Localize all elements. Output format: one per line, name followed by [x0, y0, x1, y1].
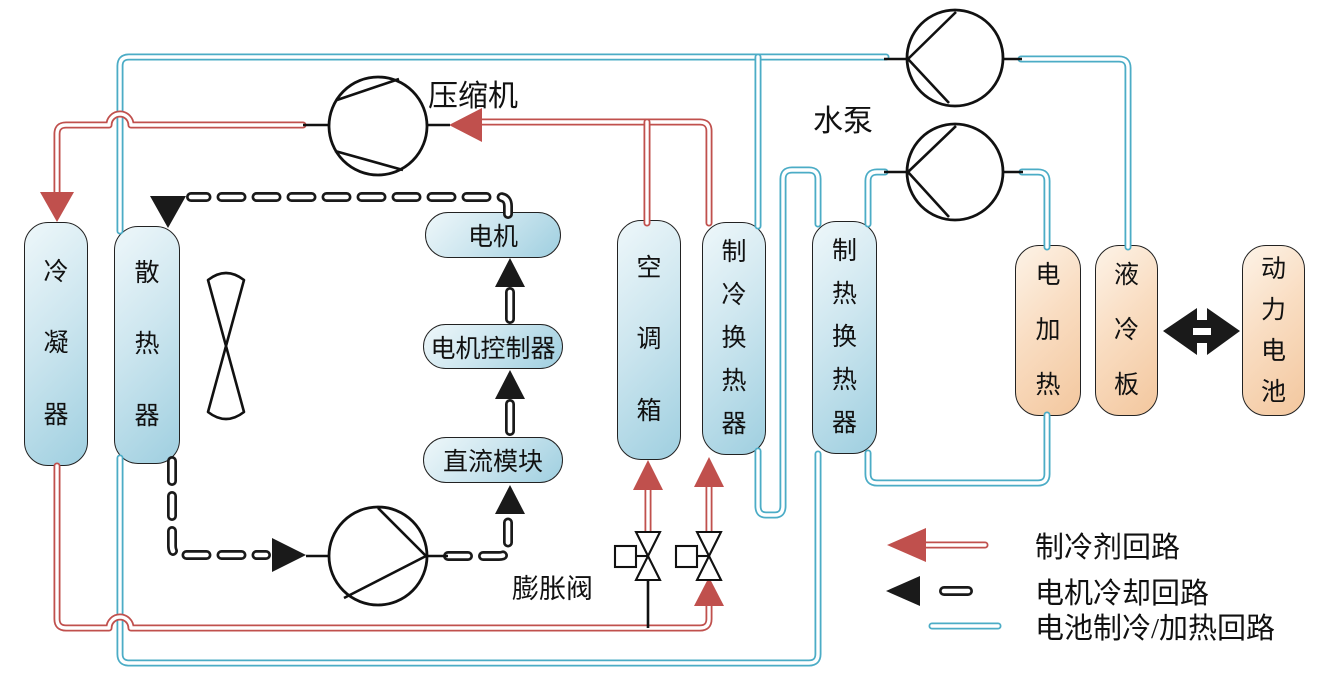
radiator-box: 散热器	[114, 226, 180, 464]
liquid-cooling-plate-box: 液冷板	[1095, 245, 1158, 416]
motor-box: 电机	[425, 212, 561, 258]
motor-loop-arrow-into-dc-module	[495, 485, 525, 514]
refrigerant-arrow-into-condenser	[40, 192, 74, 222]
refrigerant-arrow-into-expansion-valve	[694, 577, 724, 606]
condenser-label: 冷凝器	[43, 259, 69, 429]
motor-loop-arrow-into-motor	[495, 258, 525, 287]
hvac-box: 空调箱	[617, 220, 681, 460]
expansion-valve-1-icon	[613, 530, 662, 628]
electric-heater-box: 电加热	[1015, 245, 1081, 416]
legend-motor-cooling-label: 电机冷却回路	[1035, 578, 1210, 610]
refrigerant-arrow-into-hvac	[633, 460, 663, 490]
water-pump-1-icon	[884, 8, 1022, 108]
refrigerant-line-sample-icon	[887, 528, 989, 562]
legend-battery-loop-label: 电池制冷/加热回路	[1035, 613, 1276, 645]
battery-double-arrow-icon	[1163, 308, 1240, 355]
motor-loop-arrow-into-controller	[495, 370, 525, 399]
legend-item-refrigerant: 制冷剂回路	[884, 527, 1181, 564]
water-pump-label: 水泵	[813, 105, 873, 138]
dc-module-label: 直流模块	[442, 449, 543, 476]
fan-icon	[206, 271, 246, 421]
heating-heat-exchanger-box: 制热换热器	[812, 221, 877, 454]
power-battery-label: 动力电池	[1260, 255, 1286, 406]
hvac-box-label: 空调箱	[636, 255, 662, 425]
legend-refrigerant-label: 制冷剂回路	[1035, 532, 1181, 564]
legend-item-motor-cooling: 电机冷却回路	[884, 573, 1210, 610]
heating-heat-exchanger-label: 制热换热器	[831, 238, 857, 437]
expansion-valve-label: 膨胀阀	[512, 574, 593, 604]
motor-controller-box: 电机控制器	[423, 324, 563, 369]
electric-heater-label: 电加热	[1035, 262, 1061, 399]
compressor-label: 压缩机	[428, 80, 518, 113]
motor-loop-arrow-into-radiator	[150, 196, 186, 228]
dc-module-box: 直流模块	[423, 437, 563, 483]
liquid-cooling-plate-label: 液冷板	[1113, 262, 1139, 399]
cooling-heat-exchanger-box: 制冷换热器	[702, 222, 766, 455]
coolant-pump-icon	[306, 505, 448, 607]
radiator-label: 散热器	[134, 260, 160, 430]
condenser-box: 冷凝器	[24, 222, 88, 466]
motor-label: 电机	[467, 224, 518, 251]
motor-controller-label: 电机控制器	[430, 335, 556, 363]
motor-cooling-line-sample-icon	[886, 576, 973, 606]
power-battery-box: 动力电池	[1242, 245, 1305, 416]
battery-loop-line-sample-icon	[928, 622, 1002, 630]
cooling-heat-exchanger-label: 制冷换热器	[721, 239, 747, 438]
water-pump-2-icon	[884, 122, 1023, 222]
legend-item-battery-loop: 电池制冷/加热回路	[884, 608, 1276, 645]
refrigerant-arrow-into-cooling-hx	[694, 457, 724, 487]
motor-loop-arrow-into-pump	[272, 538, 306, 572]
expansion-valve-2-icon	[674, 530, 723, 582]
